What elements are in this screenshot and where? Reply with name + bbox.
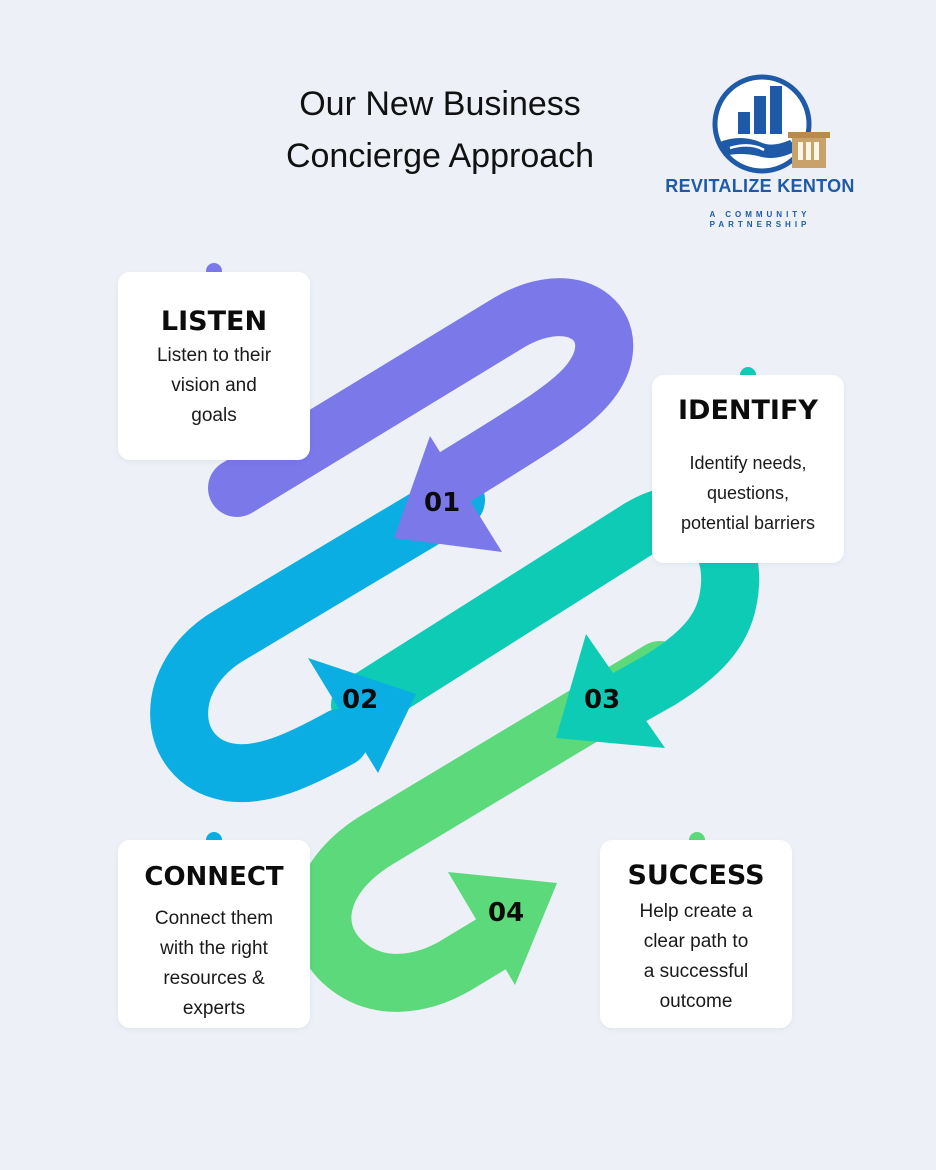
identify-title: IDENTIFY: [678, 395, 818, 426]
success-line-3: a successful: [643, 961, 749, 982]
connect-line-3: resources &: [163, 968, 265, 989]
listen-line-2: vision and: [171, 375, 257, 396]
step-number-04: 04: [488, 898, 525, 928]
step-number-02: 02: [342, 685, 379, 715]
title-line-1: Our New Business: [299, 85, 581, 123]
connect-ribbon: [150, 471, 485, 803]
arrow-02-icon: [308, 658, 416, 773]
connect-title: CONNECT: [144, 862, 284, 892]
identify-line-3: potential barriers: [680, 513, 816, 533]
success-line-1: Help create a: [639, 901, 753, 922]
listen-card: LISTEN Listen to their vision and goals: [118, 272, 310, 460]
step-number-01: 01: [424, 488, 461, 518]
logo-name: REVITALIZE KENTON: [665, 176, 855, 196]
arrow-03-icon: [556, 634, 665, 748]
connect-card: CONNECT Connect them with the right reso…: [118, 840, 310, 1028]
success-line-4: outcome: [659, 991, 733, 1012]
success-line-2: clear path to: [643, 931, 749, 952]
success-card: SUCCESS Help create a clear path to a su…: [600, 840, 792, 1028]
arrow-04-icon: [448, 872, 557, 985]
listen-title: LISTEN: [160, 306, 268, 337]
success-ribbon: [293, 641, 689, 1012]
identify-line-2: questions,: [706, 483, 790, 503]
logo-tagline: A COMMUNITY PARTNERSHIP: [709, 210, 811, 229]
identify-line-1: Identify needs,: [689, 453, 807, 473]
listen-line-3: goals: [191, 405, 237, 426]
listen-line-1: Listen to their: [156, 345, 272, 366]
step-number-03: 03: [584, 685, 621, 715]
connect-line-2: with the right: [160, 938, 268, 959]
connect-line-1: Connect them: [154, 908, 274, 929]
success-title: SUCCESS: [627, 860, 765, 891]
arrow-01-icon: [394, 436, 502, 552]
revitalize-kenton-logo: REVITALIZE KENTON A COMMUNITY PARTNERSHI…: [660, 72, 860, 242]
logo-emblem-icon: [712, 74, 830, 174]
title-line-2: Concierge Approach: [285, 137, 595, 175]
listen-ribbon: [208, 278, 634, 517]
page-title: Our New Business Concierge Approach: [240, 78, 640, 182]
identify-card: IDENTIFY Identify needs, questions, pote…: [652, 375, 844, 563]
connect-line-4: experts: [182, 998, 246, 1019]
